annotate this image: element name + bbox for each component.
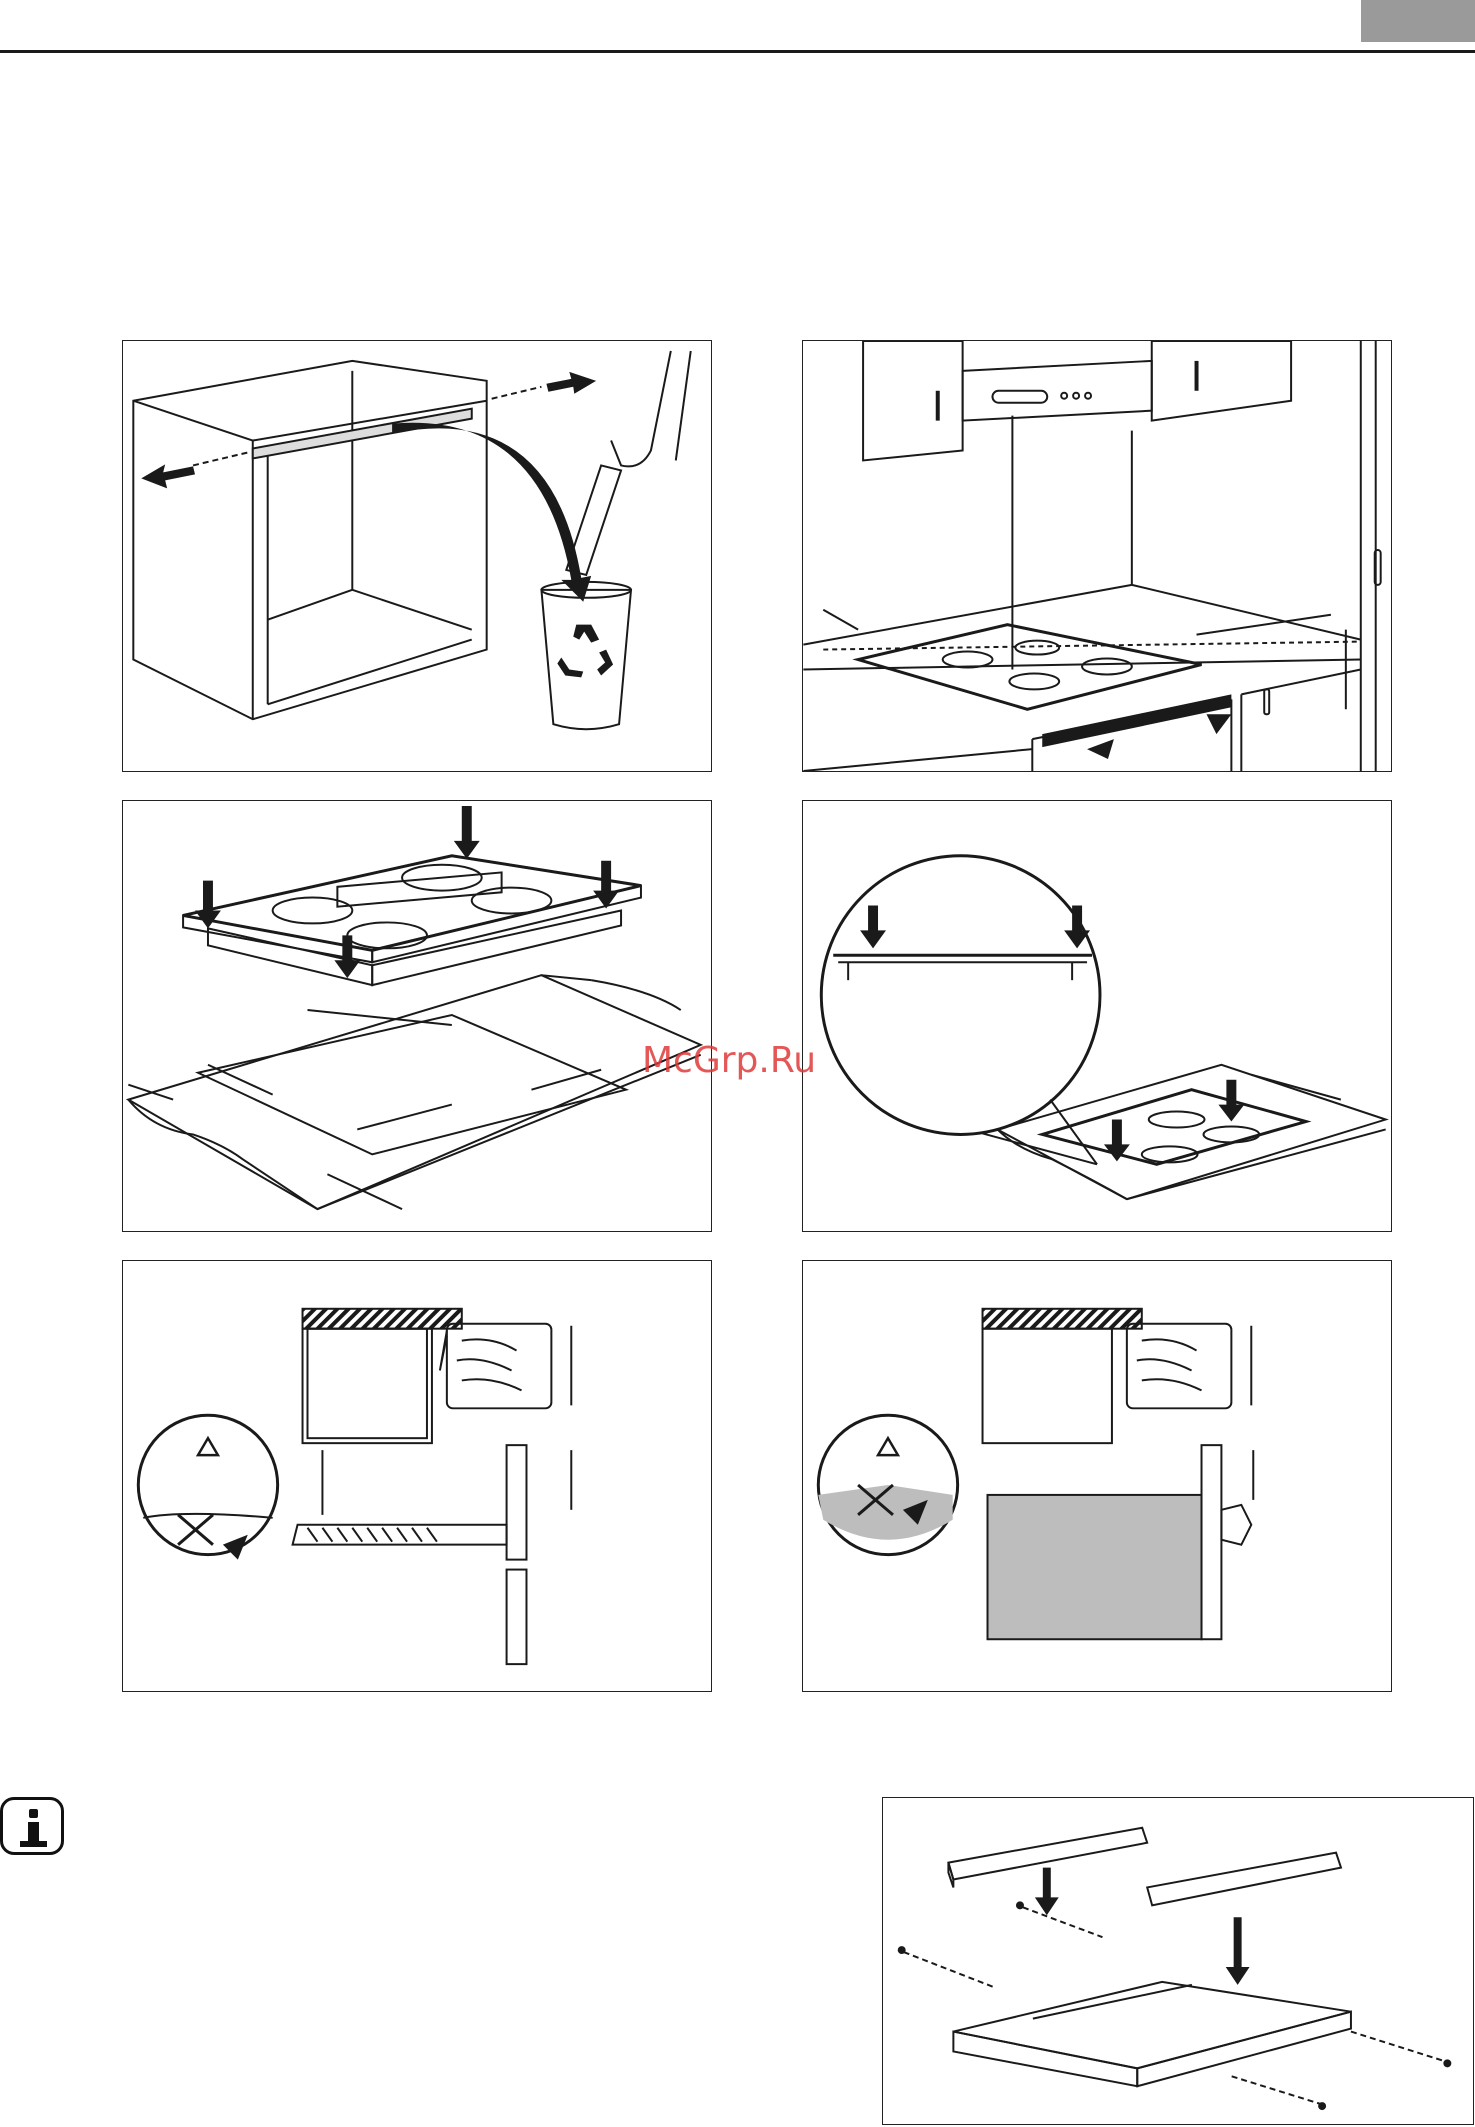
recycle-icon <box>557 625 613 678</box>
hob-press-illustration <box>803 801 1391 1231</box>
figure-hob-seal-cutout <box>122 800 712 1232</box>
drawer-clearance-illustration <box>123 1261 711 1691</box>
page-tab-marker <box>1361 0 1475 42</box>
warning-icon <box>878 1438 898 1455</box>
figure-hob-press-detail <box>802 800 1392 1232</box>
watermark: McGrp.Ru <box>642 1040 816 1081</box>
arrow-icon <box>860 906 1244 1162</box>
info-icon <box>0 1797 64 1855</box>
header-rule <box>0 50 1475 53</box>
arrow-icon <box>195 806 619 978</box>
hob-clearance-illustration <box>803 341 1391 771</box>
figure-hob-clearances <box>802 340 1392 772</box>
brackets-illustration <box>883 1798 1473 2124</box>
figure-mounting-brackets <box>882 1797 1474 2125</box>
hob-cutout-illustration <box>123 801 711 1231</box>
oven-clearance-illustration <box>803 1261 1391 1691</box>
warning-icon <box>198 1438 218 1455</box>
cabinet-illustration <box>123 341 711 771</box>
figure-oven-below-oven-warning <box>802 1260 1392 1692</box>
figure-cabinet-remove-crossbar <box>122 340 712 772</box>
figure-oven-below-drawer-warning <box>122 1260 712 1692</box>
